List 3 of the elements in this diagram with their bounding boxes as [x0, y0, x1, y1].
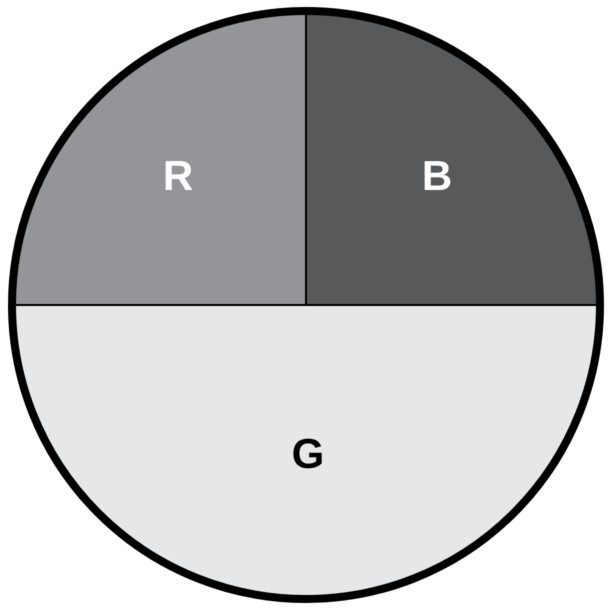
sector-label: B	[422, 155, 452, 197]
sector-label: R	[162, 155, 194, 197]
sector-label: G	[292, 433, 324, 475]
